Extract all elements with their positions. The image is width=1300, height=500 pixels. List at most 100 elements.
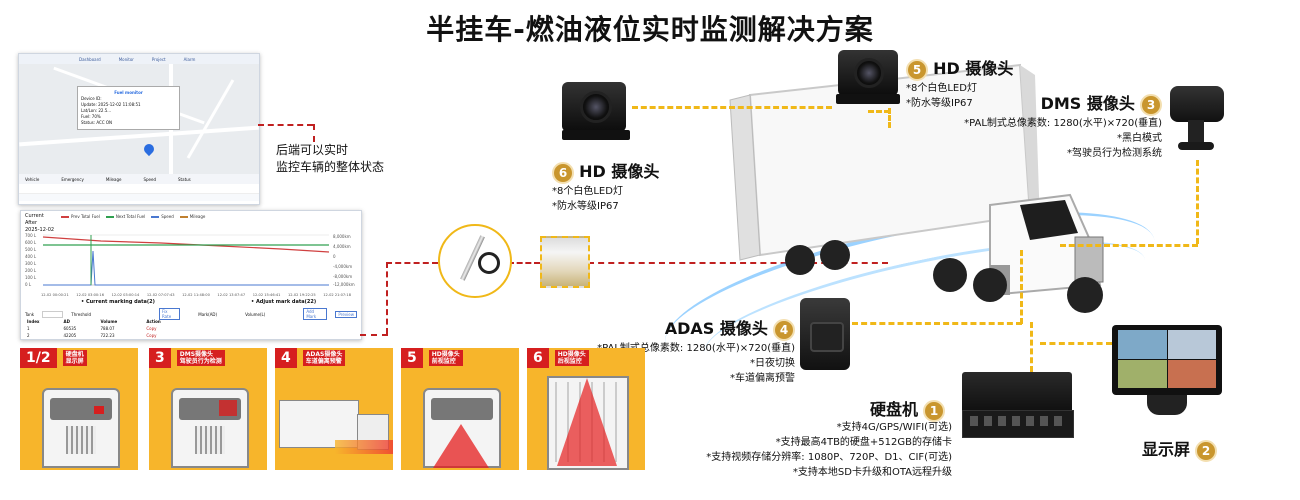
dvr-feature: *支持4G/GPS/WIFI(可选) — [836, 422, 952, 433]
popup-line: Fuel: 70% — [81, 114, 101, 119]
y2-tick: 8,000km — [333, 234, 351, 239]
x-tick: 12-02 13:07:47 — [217, 293, 246, 297]
adas-feature: *PAL制式总像素数: 1280(水平)×720(垂直) — [597, 342, 795, 354]
popup-line: Status: ACC ON — [81, 120, 113, 125]
hd6-feature: *防水等级IP67 — [552, 200, 619, 212]
hd5-feature: *防水等级IP67 — [906, 97, 973, 109]
dvr-feature: *支持最高4TB的硬盘+512GB的存储卡 — [775, 437, 952, 448]
y-tick: 300 L — [25, 261, 37, 266]
fuel-chart[interactable]: 700 L 600 L 500 L 400 L 300 L 200 L 100 … — [21, 233, 361, 293]
x-tick: 12-02 15:46:41 — [252, 293, 281, 297]
table-row[interactable] — [19, 186, 259, 194]
map-area[interactable]: Fuel monitor Device ID: Update: 2025-12-… — [19, 64, 259, 174]
map-nav: Dashboard Monitor Project Alarm — [19, 54, 259, 64]
y2-tick: -8,000km — [333, 274, 352, 279]
x-tick: 12-02 07:07:43 — [146, 293, 175, 297]
hd6-label: 6 HD 摄像头 *8个白色LED灯 *防水等级IP67 — [552, 161, 660, 212]
nav-item[interactable]: Monitor — [118, 56, 134, 62]
badge-5: 5 — [906, 58, 928, 81]
connector-line — [1040, 342, 1112, 345]
add-mark-button[interactable]: Add Mark — [303, 308, 328, 320]
dvr-feature: *支持视频存储分辨率: 1080P、720P、D1、CIF(可选) — [706, 452, 952, 463]
adas-feature: *日夜切换 — [750, 357, 795, 369]
dms-feature: *PAL制式总像素数: 1280(水平)×720(垂直) — [964, 117, 1162, 129]
connector-line — [258, 124, 313, 126]
y2-tick: -12,000km — [333, 282, 355, 287]
truck-front-icon — [42, 388, 120, 468]
connector-line — [868, 110, 890, 113]
vehicle-marker-icon[interactable] — [141, 141, 157, 157]
hd6-feature: *8个白色LED灯 — [552, 185, 623, 197]
vehicle-table-header: Vehicle Emergency Mileage Speed Status — [19, 174, 259, 184]
monitor-label: 显示屏 2 — [1142, 436, 1218, 462]
x-tick: 12-02 19:22:25 — [287, 293, 316, 297]
dvr-feature: *支持本地SD卡升级和OTA远程升级 — [792, 467, 952, 478]
dvr-image — [962, 372, 1074, 442]
x-tick: 12-02 03:00:14 — [111, 293, 140, 297]
y-tick: 100 L — [25, 275, 37, 280]
adas-camera-image — [800, 298, 850, 370]
form-row: Tank Threshold Fix Rate Mark(AD) Volume(… — [25, 308, 357, 320]
vehicle-popup: Fuel monitor Device ID: Update: 2025-12-… — [77, 86, 180, 130]
nav-item[interactable]: Project — [151, 56, 166, 62]
connector-line — [386, 262, 388, 334]
dvr-label: 硬盘机 1 — [870, 396, 946, 422]
popup-line: Device ID: — [81, 96, 102, 101]
hd-camera-6-image — [562, 82, 630, 142]
x-tick: 12-02 03:00:16 — [76, 293, 105, 297]
badge-1: 1 — [923, 399, 946, 422]
connector-line — [888, 108, 891, 128]
adas-label: ADAS 摄像头 4 *PAL制式总像素数: 1280(水平)×720(垂直) … — [590, 315, 795, 386]
chart-label-after: After — [25, 220, 38, 226]
truck-front-icon — [171, 388, 249, 468]
y-tick: 400 L — [25, 254, 37, 259]
connector-line — [852, 322, 1022, 325]
y-tick: 600 L — [25, 240, 37, 245]
badge-6: 6 — [552, 161, 574, 184]
hd5-feature: *8个白色LED灯 — [906, 82, 977, 94]
y2-ticks: 8,000km 4,000km 0 -4,000km -8,000km -12,… — [333, 234, 355, 287]
badge-3: 3 — [1140, 93, 1162, 116]
dms-label: DMS 摄像头 3 *PAL制式总像素数: 1280(水平)×720(垂直) *… — [950, 90, 1162, 161]
series-speed — [43, 250, 329, 286]
tank-select[interactable] — [42, 310, 64, 318]
y-tick: 500 L — [25, 247, 37, 252]
y-tick: 0 L — [25, 282, 32, 287]
fix-rate-button[interactable]: Fix Rate — [158, 308, 181, 320]
hd-camera-5-image — [836, 50, 900, 106]
badge-2: 2 — [1195, 439, 1218, 462]
nav-item[interactable]: Dashboard — [79, 56, 101, 62]
connector-line — [508, 262, 540, 264]
y2-tick: -4,000km — [333, 264, 352, 269]
fuel-tank-image — [540, 236, 590, 288]
x-ticks: 12-02 00:00:21 12-02 03:00:16 12-02 03:0… — [41, 293, 351, 297]
y-ticks: 700 L 600 L 500 L 400 L 300 L 200 L 100 … — [25, 233, 37, 287]
chart-label-current: Current — [25, 213, 44, 219]
x-tick: 12-02 00:00:21 — [41, 293, 69, 297]
table-row[interactable] — [19, 194, 259, 201]
page-title: 半挂车-燃油液位实时监测解决方案 — [426, 13, 874, 46]
preview-button[interactable]: Preview — [335, 310, 357, 318]
x-tick: 12-02 21:07:18 — [323, 293, 351, 297]
backend-note: 后端可以实时 监控车辆的整体状态 — [276, 143, 385, 174]
y-tick: 200 L — [25, 268, 37, 273]
chart-legend: Prev Total Fuel Next Total Fuel Speed Mi… — [61, 214, 205, 219]
popup-line: Update: 2025-12-02 11:08:51 — [81, 102, 141, 107]
connector-line — [1020, 250, 1023, 324]
section-adjust: • Adjust mark data(22) — [251, 299, 317, 305]
nav-item[interactable]: Alarm — [183, 56, 196, 62]
connector-line — [1196, 160, 1199, 244]
dvr-features: *支持4G/GPS/WIFI(可选) *支持最高4TB的硬盘+512GB的存储卡… — [700, 420, 952, 480]
y2-tick: 4,000km — [333, 244, 351, 249]
fuel-chart-screenshot: Current After 2025-12-02 Prev Total Fuel… — [20, 210, 362, 340]
dms-feature: *驾驶员行为检测系统 — [1067, 147, 1162, 159]
semi-truck-image — [729, 63, 1104, 313]
fuel-sensor-image — [438, 224, 512, 298]
